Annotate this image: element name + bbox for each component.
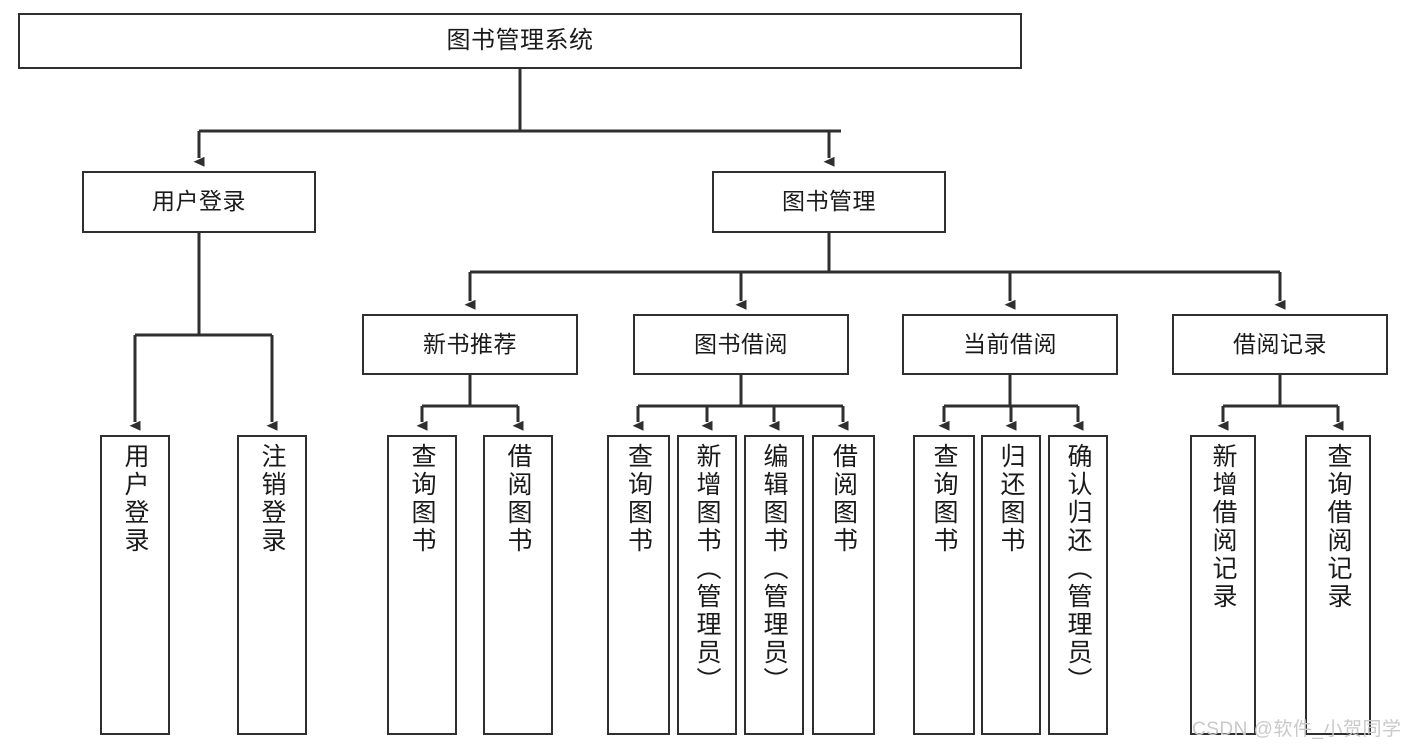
csdn-watermark: CSDN @软件_小贺同学 — [1192, 719, 1402, 740]
node-user-login-label: 用户登录 — [152, 188, 246, 215]
node-leaf-add-book-label: 新增图书（管理员） — [693, 443, 721, 695]
node-leaf-confirm-return-label: 确认归还（管理员） — [1064, 443, 1092, 695]
node-leaf-add-record-label: 新增借阅记录 — [1209, 443, 1237, 611]
node-current-borrow[interactable]: 当前借阅 — [902, 314, 1118, 375]
node-leaf-query-book-1-label: 查询图书 — [408, 443, 436, 555]
node-leaf-logout[interactable]: 注销登录 — [237, 435, 307, 735]
node-leaf-logout-label: 注销登录 — [258, 443, 286, 555]
node-leaf-query-book-2-label: 查询图书 — [624, 443, 653, 555]
node-root-label: 图书管理系统 — [446, 26, 594, 54]
node-user-login[interactable]: 用户登录 — [82, 171, 316, 233]
node-leaf-edit-book[interactable]: 编辑图书（管理员） — [744, 435, 804, 735]
node-leaf-user-login[interactable]: 用户登录 — [100, 435, 170, 735]
node-leaf-confirm-return[interactable]: 确认归还（管理员） — [1048, 435, 1108, 735]
node-leaf-borrow-book-2[interactable]: 借阅图书 — [812, 435, 875, 735]
node-leaf-add-book[interactable]: 新增图书（管理员） — [677, 435, 737, 735]
node-leaf-borrow-book-1[interactable]: 借阅图书 — [483, 435, 553, 735]
node-leaf-query-book-2[interactable]: 查询图书 — [607, 435, 670, 735]
node-book-borrow-label: 图书借阅 — [694, 330, 788, 357]
node-book-borrow[interactable]: 图书借阅 — [633, 314, 849, 375]
node-leaf-return-book-label: 归还图书 — [997, 443, 1025, 555]
node-leaf-edit-book-label: 编辑图书（管理员） — [760, 443, 788, 695]
node-leaf-borrow-book-2-label: 借阅图书 — [829, 443, 858, 555]
node-leaf-query-book-1[interactable]: 查询图书 — [387, 435, 457, 735]
node-new-book-rec[interactable]: 新书推荐 — [362, 314, 578, 375]
node-leaf-query-book-3-label: 查询图书 — [930, 443, 958, 555]
node-leaf-borrow-book-1-label: 借阅图书 — [504, 443, 532, 555]
node-leaf-query-record[interactable]: 查询借阅记录 — [1305, 435, 1371, 735]
node-leaf-add-record[interactable]: 新增借阅记录 — [1190, 435, 1256, 735]
node-root[interactable]: 图书管理系统 — [18, 13, 1022, 69]
node-current-borrow-label: 当前借阅 — [963, 330, 1057, 357]
node-book-manage[interactable]: 图书管理 — [712, 171, 946, 233]
node-new-book-rec-label: 新书推荐 — [423, 330, 517, 357]
node-leaf-query-book-3[interactable]: 查询图书 — [913, 435, 975, 735]
node-borrow-record-label: 借阅记录 — [1233, 330, 1327, 357]
node-leaf-user-login-label: 用户登录 — [121, 443, 149, 555]
node-leaf-query-record-label: 查询借阅记录 — [1324, 443, 1352, 611]
node-leaf-return-book[interactable]: 归还图书 — [981, 435, 1041, 735]
node-borrow-record[interactable]: 借阅记录 — [1172, 314, 1388, 375]
node-book-manage-label: 图书管理 — [782, 188, 876, 215]
